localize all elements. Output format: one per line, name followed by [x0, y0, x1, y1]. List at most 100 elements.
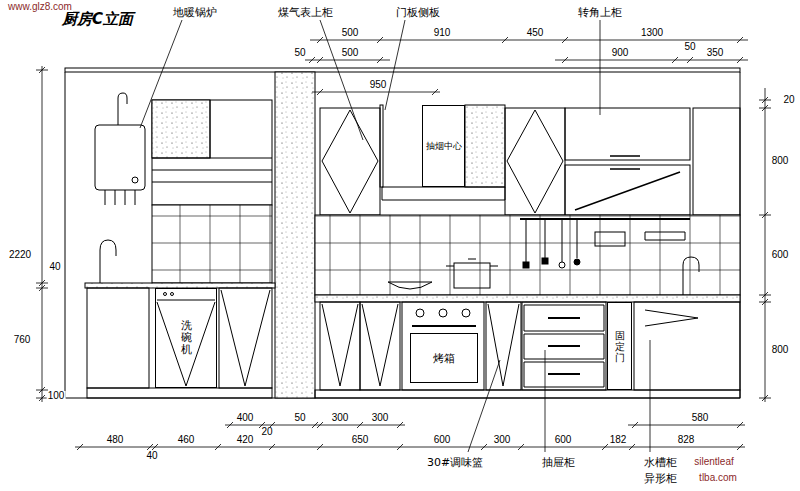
upper-cabinet: [505, 108, 565, 215]
dimension-value: 460: [177, 435, 196, 445]
tile-backsplash: [152, 205, 272, 283]
boiler: [95, 93, 145, 205]
leader-lines: [140, 20, 650, 452]
dimension-value: 350: [706, 48, 725, 58]
base-cabinet: [320, 302, 360, 390]
upper-cabinet: [152, 100, 272, 205]
hood-canopy: [382, 187, 505, 200]
fixed-door: 固定门: [607, 302, 632, 390]
dimension-value: 50: [293, 48, 306, 58]
dishwasher: 洗碗机: [155, 288, 217, 388]
dimension-value: 300: [331, 413, 350, 423]
oven-window: 烤箱: [410, 333, 478, 383]
base-cabinet: [219, 288, 272, 388]
door-swing: [645, 310, 698, 326]
callout-label: 30#调味篮: [426, 457, 484, 468]
side-panel: [380, 105, 383, 187]
dimension-value: 300: [493, 435, 512, 445]
wall-outline: [65, 72, 740, 398]
callout-label: 抽屉柜: [541, 457, 576, 468]
dimension-value: 910: [433, 28, 452, 38]
dimension-value: 600: [771, 250, 790, 260]
pillar: [275, 72, 315, 398]
dimension-value: 600: [433, 435, 452, 445]
callout-label: 地暖锅炉: [172, 7, 218, 18]
granite-panel: [152, 100, 210, 158]
callout-label: 异形柜: [643, 473, 678, 484]
knob: [439, 309, 447, 317]
dimension-value: 420: [236, 435, 255, 445]
faucet: [683, 257, 699, 295]
knob: [462, 309, 470, 317]
dimension-value: 1300: [640, 28, 664, 38]
callout-label: 水槽柜: [643, 457, 678, 468]
dimension-value: 182: [609, 435, 628, 445]
dimension-value: 20: [782, 95, 795, 105]
range-hood: 抽烟中心: [422, 105, 465, 187]
drawing-title: 厨房C立面: [62, 12, 133, 27]
pullout-cabinet: [486, 302, 521, 390]
dimension-value: 40: [48, 262, 61, 272]
plinth: [315, 390, 740, 398]
knob: [171, 293, 174, 296]
dimension-value: 400: [236, 413, 255, 423]
ceiling: [65, 68, 740, 72]
dimension-value: 600: [554, 435, 573, 445]
door-swing: [488, 304, 519, 386]
drawer: [524, 305, 604, 387]
dimension-value: 50: [683, 42, 696, 52]
node-text: 抽烟中心: [426, 140, 462, 153]
door-swing: [221, 290, 270, 386]
knob: [416, 309, 424, 317]
dimension-value: 580: [691, 413, 710, 423]
dimension-value: 500: [341, 48, 360, 58]
dimension-value: 20: [260, 427, 273, 437]
dimension-lines: [36, 37, 771, 450]
cookware: [388, 259, 498, 289]
dimension-value: 828: [677, 435, 696, 445]
tile-backsplash: [315, 215, 740, 295]
dimension-value: 900: [611, 48, 630, 58]
handle: [548, 318, 580, 374]
dimension-value: 480: [106, 435, 125, 445]
door-swing: [322, 110, 378, 213]
sink-cabinet: [87, 288, 149, 388]
watermark: www.glz8.com: [7, 2, 73, 12]
dimension-value: 800: [771, 345, 790, 355]
door-swing: [507, 110, 563, 213]
faucet: [100, 240, 116, 283]
node-text: 洗碗机: [181, 320, 192, 356]
drawer-cabinet: [522, 302, 606, 390]
base-cabinet: [360, 302, 400, 390]
corner-cabinet: [565, 108, 690, 160]
granite-panel: [465, 105, 505, 187]
plinth: [87, 388, 272, 398]
dimension-value: 650: [351, 435, 370, 445]
dimension-value: 450: [526, 28, 545, 38]
upper-cabinet: [320, 108, 380, 215]
dishwasher-door: [157, 300, 215, 386]
watermark: tlba.com: [698, 473, 738, 483]
dimension-value: 2220: [8, 250, 32, 260]
dimension-value: 500: [341, 28, 360, 38]
callout-label: 门板侧板: [395, 7, 441, 18]
door-swing: [322, 304, 398, 386]
dimension-value: 950: [369, 80, 388, 90]
dimension-value: 800: [771, 156, 790, 166]
dimension-value: 40: [145, 451, 158, 461]
shelf: [152, 100, 272, 182]
dimension-value: 50: [293, 413, 306, 423]
dimension-value: 100: [47, 391, 66, 401]
handle: [412, 325, 476, 327]
watermark: silentleaf: [693, 457, 734, 467]
node-text: 固定门: [615, 330, 625, 363]
upper-cabinet: [693, 108, 740, 215]
knob: [164, 293, 167, 296]
callout-label: 煤气表上柜: [277, 7, 334, 18]
node-text: 烤箱: [433, 351, 455, 366]
dimension-value: 300: [371, 413, 390, 423]
utensil-rail: [520, 219, 690, 268]
dimension-value: 760: [13, 335, 32, 345]
